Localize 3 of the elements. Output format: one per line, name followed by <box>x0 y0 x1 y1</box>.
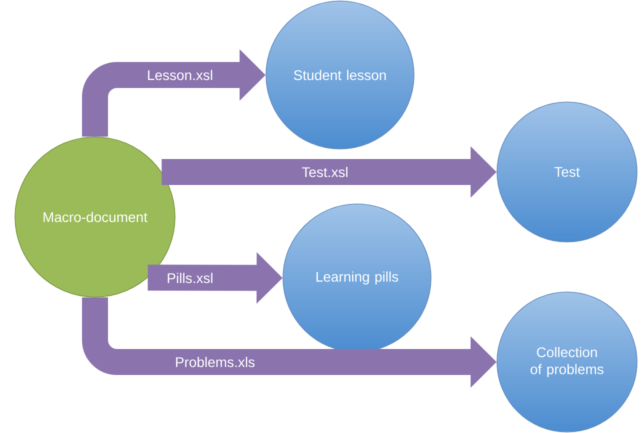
edge-label: Problems.xls <box>176 356 255 368</box>
edge-label: Test.xsl <box>302 166 348 178</box>
edge-label: Lesson.xsl <box>148 70 212 80</box>
